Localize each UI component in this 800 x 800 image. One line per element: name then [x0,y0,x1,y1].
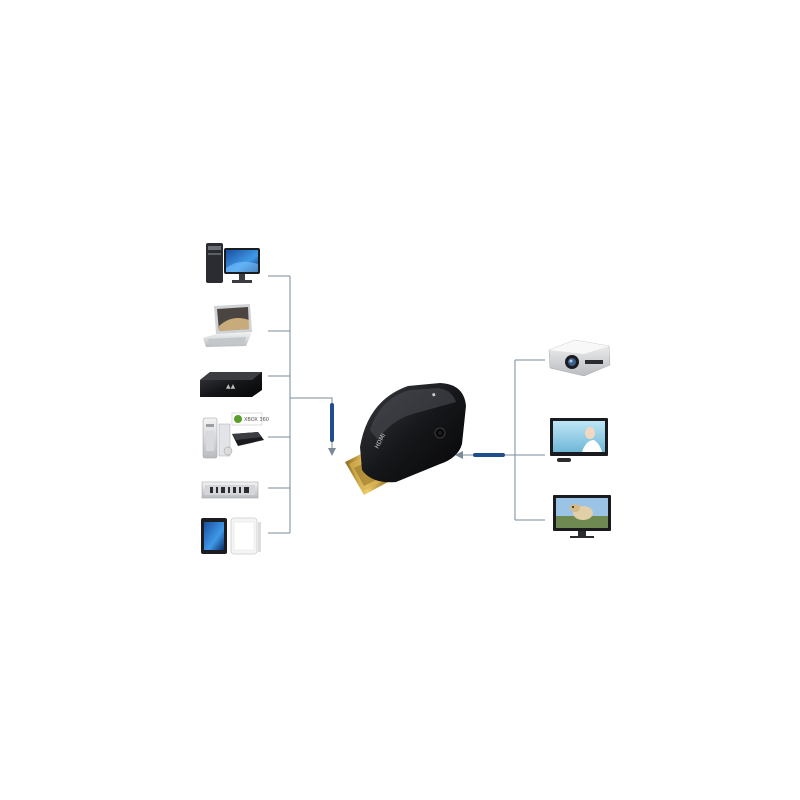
laptop-icon [203,304,252,347]
hdmi-to-vga-adapter: HDMI ◆ [345,383,466,495]
input-cable-arrow [328,403,336,456]
console-badge-label: XBOX 360 [244,417,269,423]
projector-icon [548,339,611,377]
desktop-computer-icon [206,243,260,283]
game-consoles-icon: XBOX 360 [202,412,269,459]
svg-text:◆: ◆ [430,392,437,398]
apple-tv-icon: ▲▲ [200,372,262,397]
tv-icon [553,495,611,538]
output-bracket-lines [462,359,545,521]
dvd-player-icon [201,481,259,499]
monitor-icon [550,418,608,462]
tablets-icon [201,517,261,555]
output-cable-arrow [455,451,505,459]
source-bracket-lines [268,275,333,534]
svg-text:▲▲: ▲▲ [226,383,236,390]
